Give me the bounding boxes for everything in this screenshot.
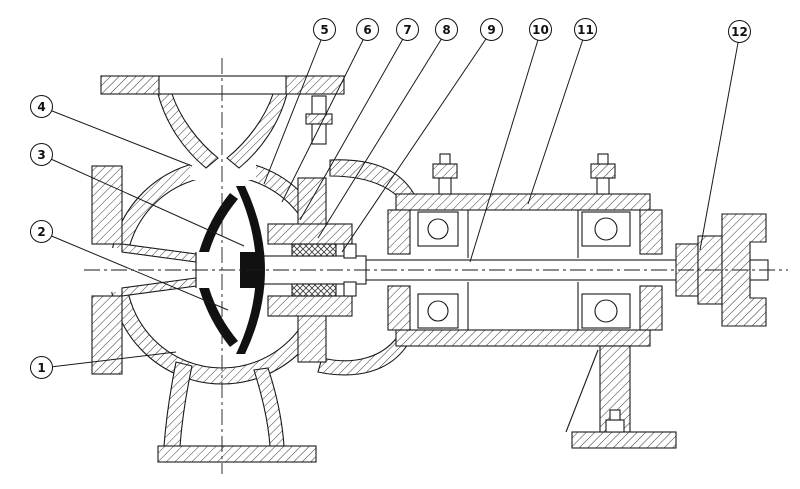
cover-bolt-nut — [305, 113, 333, 125]
bearing-housing — [387, 153, 663, 347]
anchor-bolt-nut — [605, 419, 625, 433]
support-base-plate — [571, 431, 677, 449]
callout-5: 5 — [313, 18, 336, 41]
cover-bolt-shank — [311, 123, 327, 145]
discharge-wall-right — [226, 93, 288, 169]
discharge-flange-bore — [158, 75, 287, 95]
callout-4: 4 — [30, 95, 53, 118]
callout-7: 7 — [396, 18, 419, 41]
gland-bottom — [343, 281, 357, 297]
leader-lines — [41, 29, 741, 369]
callout-3: 3 — [30, 143, 53, 166]
suction-flange-top — [91, 165, 123, 245]
support-foot — [565, 345, 677, 449]
callout-8: 8 — [435, 18, 458, 41]
stuffing-box-wall-top — [267, 223, 353, 245]
casing-cover-bottom — [297, 311, 327, 363]
anchor-bolt-head — [609, 409, 621, 421]
callout-10: 10 — [529, 18, 552, 41]
oil-filler-right — [590, 153, 616, 195]
callout-12: 12 — [728, 20, 751, 43]
pump-casing — [91, 75, 345, 463]
casing-cover-stuffing-box — [267, 95, 357, 363]
housing-top-wall — [395, 193, 651, 211]
oil-filler-left — [432, 153, 458, 195]
cover-bolt-stud — [311, 95, 327, 115]
packing-bottom — [291, 283, 337, 297]
gland-top — [343, 243, 357, 259]
right-bearing — [581, 211, 631, 329]
packing-top — [291, 243, 337, 257]
discharge-wall-left — [157, 93, 219, 169]
callout-9: 9 — [480, 18, 503, 41]
callout-6: 6 — [356, 18, 379, 41]
housing-bottom-wall — [395, 329, 651, 347]
casing-cover-top — [297, 177, 327, 229]
stuffing-box-wall-bottom — [267, 295, 353, 317]
pump-foot-right-leg — [253, 367, 285, 447]
pump-foot-left-leg — [163, 361, 193, 447]
left-end-cover-top — [387, 209, 411, 255]
pump-foot-base — [157, 445, 317, 463]
discharge-flange-right-pad — [285, 75, 345, 95]
discharge-flange-left-pad — [100, 75, 160, 95]
callout-11: 11 — [574, 18, 597, 41]
callout-1: 1 — [30, 356, 53, 379]
right-end-cover-bottom — [639, 285, 663, 331]
centerlines — [84, 58, 788, 474]
left-bearing — [417, 211, 459, 329]
suction-flange-bottom — [91, 295, 123, 375]
callout-2: 2 — [30, 220, 53, 243]
right-end-cover-top — [639, 209, 663, 255]
left-end-cover-bottom — [387, 285, 411, 331]
